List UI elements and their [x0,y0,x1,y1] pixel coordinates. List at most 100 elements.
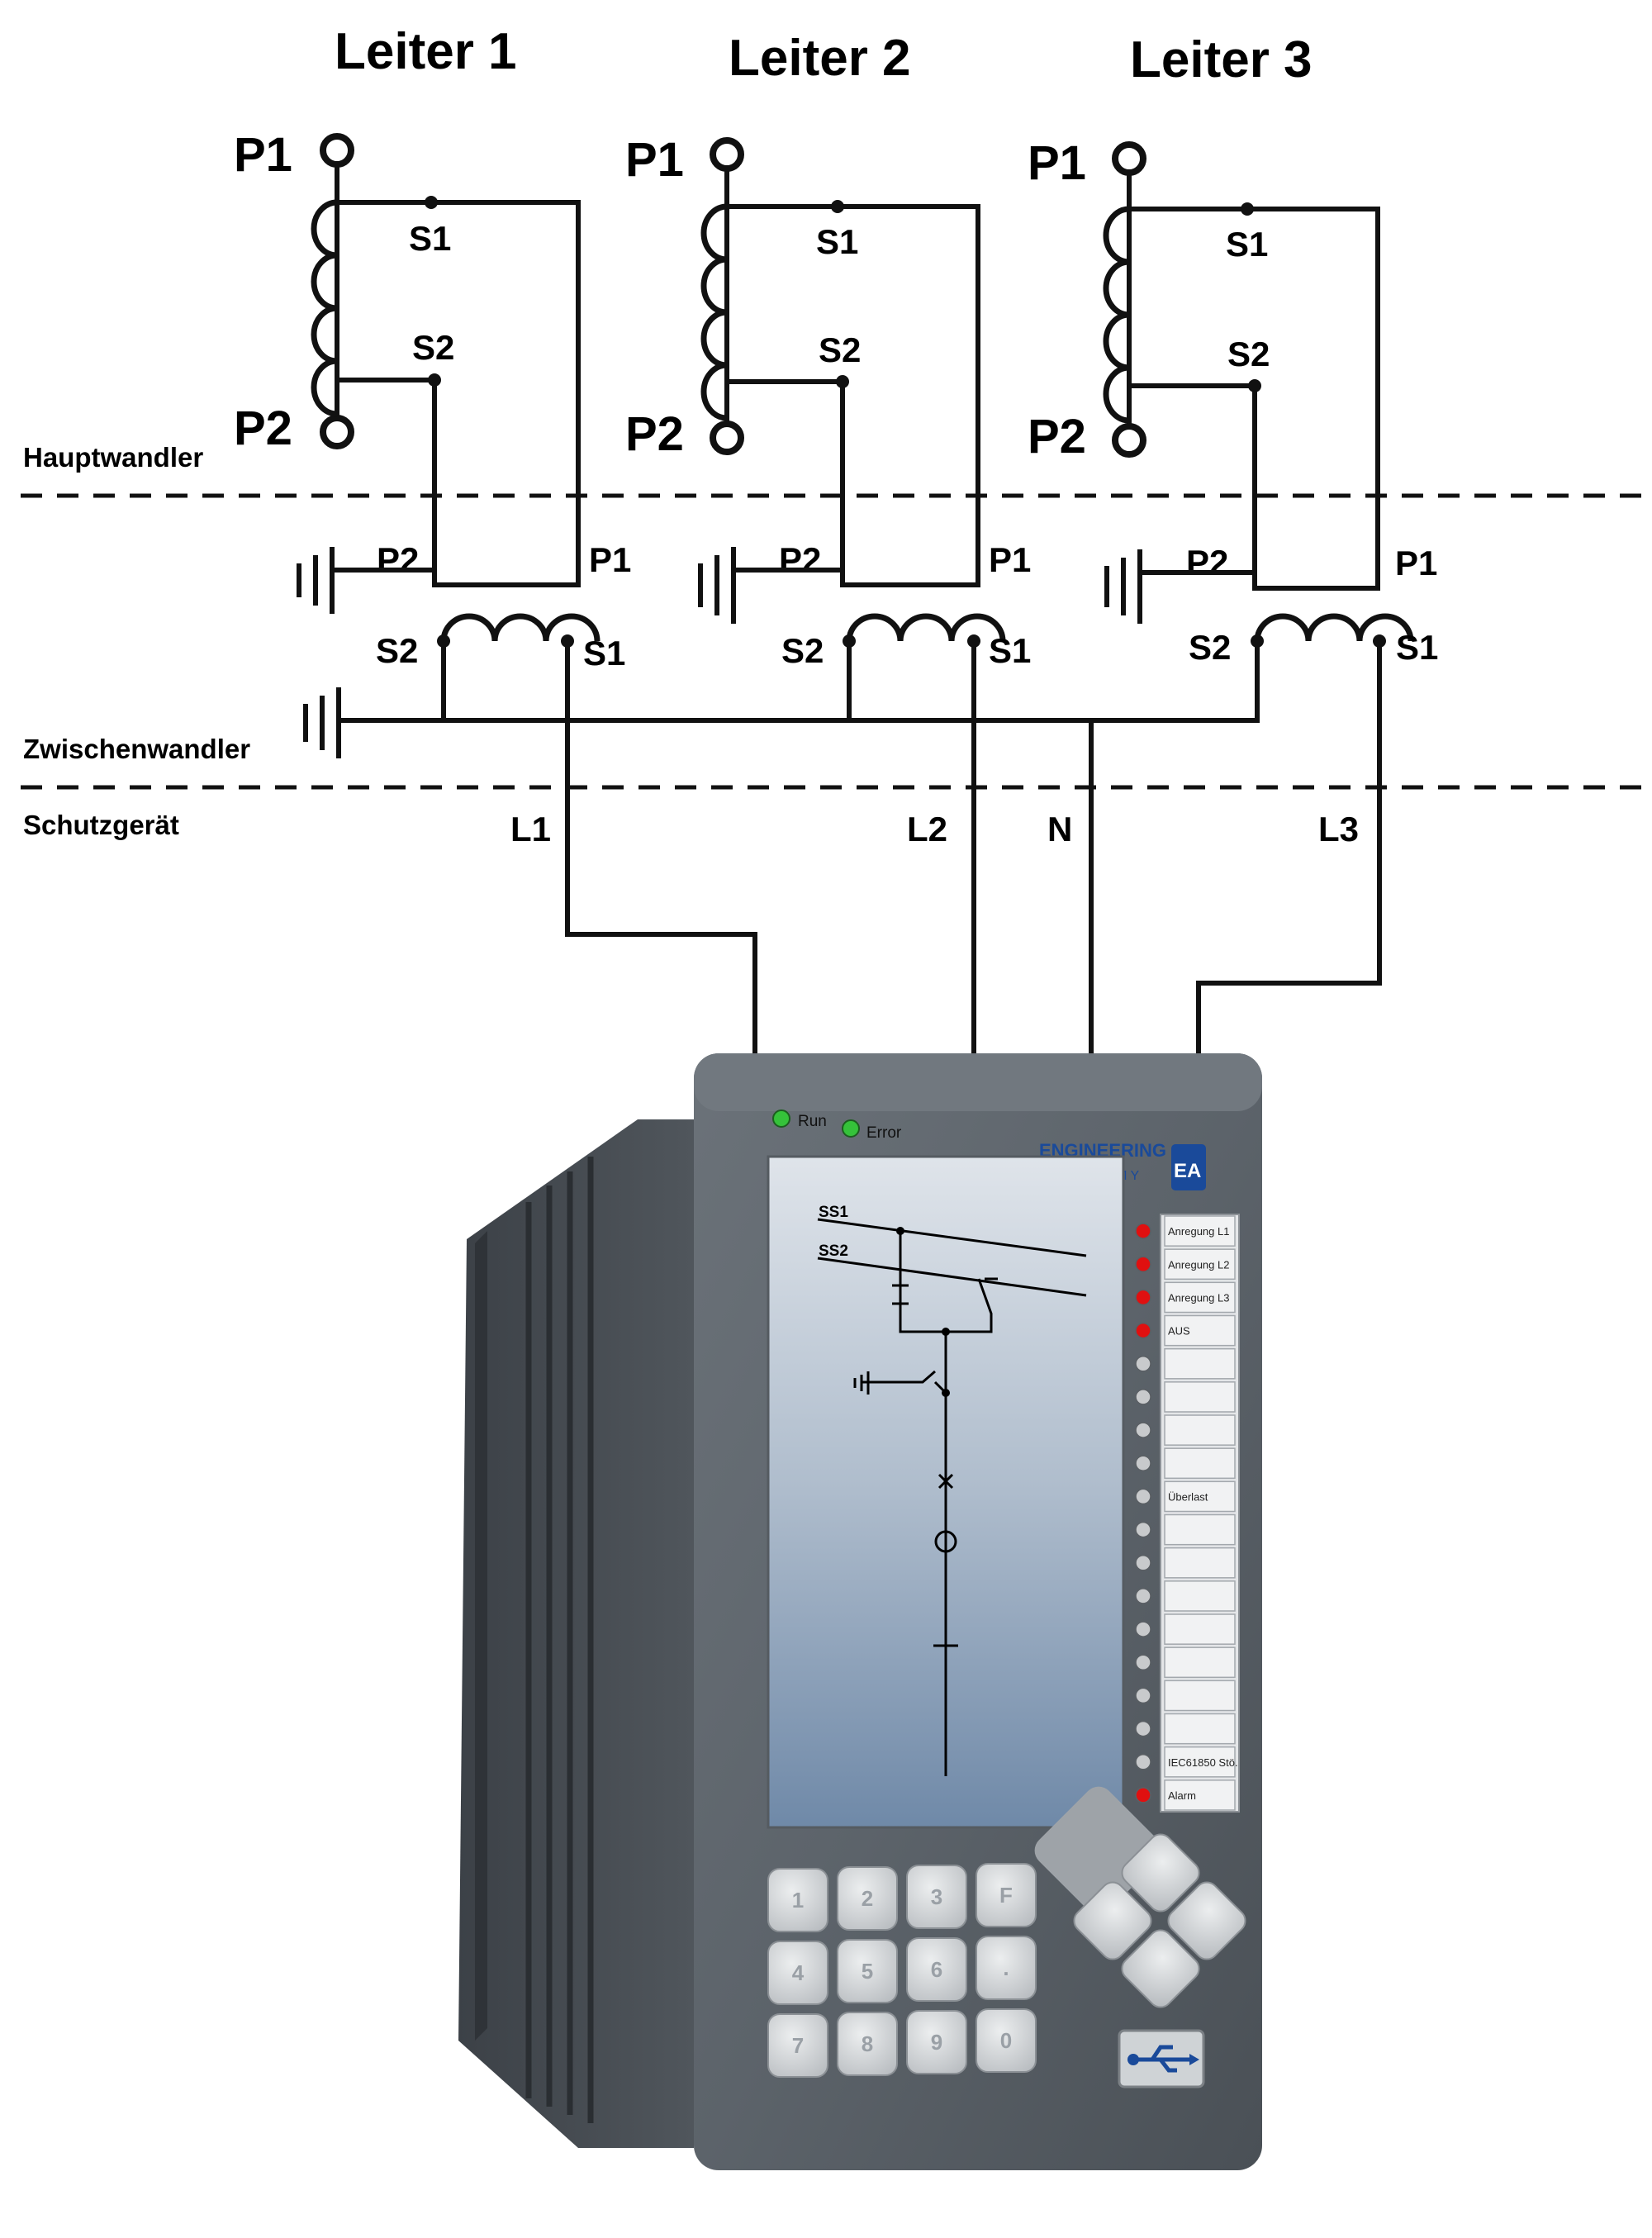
nav-down-button[interactable] [1118,1926,1204,2012]
led-label-cell [1164,1447,1236,1480]
label-int-p1: P1 [589,540,631,579]
label-int-s2: S2 [781,631,824,670]
zone-label-main: Hauptwandler [23,442,203,473]
terminal-p2 [320,415,354,449]
led-label-cell [1164,1547,1236,1579]
indicator-led-label: AUS [1168,1325,1190,1338]
indicator-led [1135,1356,1151,1372]
keypad-key[interactable] [906,1937,967,2002]
indicator-led-label: IEC61850 Stö. [1168,1756,1238,1769]
label-neutral: N [1047,810,1072,848]
single-line-mimic [817,1218,1087,1776]
neutral-bus: N [303,687,1260,1114]
led-label-cell [1164,1414,1236,1446]
usb-icon [1133,2045,1189,2073]
led-label-cell [1164,1347,1236,1380]
busbar-2-label: SS2 [819,1243,848,1260]
indicator-led [1135,1389,1151,1405]
led-label-cell [1164,1646,1236,1679]
conductor-title: Leiter 1 [335,23,517,80]
keypad-key-label: 2 [862,1886,873,1911]
label-int-s2: S2 [1189,628,1231,667]
keypad-key[interactable] [976,1863,1037,1927]
usb-port[interactable] [1118,2029,1205,2088]
indicator-led [1135,1754,1151,1770]
led-label-cell [1164,1248,1236,1281]
label-int-p2: P2 [377,540,419,579]
main-ct-winding [311,199,338,417]
run-led [772,1109,790,1128]
label-int-p1: P1 [989,540,1031,579]
label-int-p2: P2 [779,540,821,579]
keypad-key[interactable] [837,2012,898,2076]
keypad-key[interactable] [837,1939,898,2003]
conductor-2: Leiter 2 P1 P2 S1 S2 P2 P1 S2 S1 L2 [625,30,1031,1087]
terminal-p2 [710,421,744,455]
nav-up-button[interactable] [1118,1830,1204,1917]
keypad-key-label: 4 [792,1960,805,1985]
zone-label-intermediate: Zwischenwandler [23,734,250,764]
protection-relay: Run Error ENGINEERING ACADEMY EA [458,1053,1262,2170]
label-s2: S2 [412,328,454,367]
label-p2: P2 [234,402,292,455]
keypad-key-label: 7 [792,2033,804,2058]
indicator-led [1135,1289,1151,1306]
keypad-key-label: 8 [862,2031,873,2056]
terminal-p1 [320,133,354,168]
busbar-1-label: SS1 [819,1204,848,1221]
terminal-p2 [1112,423,1146,458]
label-int-p2: P2 [1186,543,1228,582]
label-line: L1 [510,810,551,848]
led-label-cell [1164,1480,1236,1513]
nav-left-button[interactable] [1070,1878,1156,1965]
keypad-key-label: 9 [931,2030,942,2055]
indicator-led [1135,1555,1151,1571]
led-label-cell [1164,1779,1236,1811]
led-label-cell [1164,1613,1236,1645]
main-ct-winding [700,203,728,421]
label-p2: P2 [625,407,684,461]
indicator-led-label: Anregung L2 [1168,1258,1229,1271]
label-line: L2 [907,810,947,848]
error-led [842,1119,860,1138]
label-int-s1: S1 [989,631,1031,670]
conductor-3: Leiter 3 P1 P2 S1 S2 P2 P1 S2 S1 L3 [1028,31,1438,1119]
keypad-key[interactable] [976,1936,1037,2000]
indicator-led [1135,1455,1151,1471]
label-int-s1: S1 [583,634,625,672]
keypad-key[interactable] [767,1868,828,1932]
conductor-1: Leiter 1 P1 P2 S1 S2 P2 P1 S2 S1 L1 [234,23,757,1060]
keypad-key[interactable] [767,2013,828,2078]
nav-right-button[interactable] [1164,1878,1251,1965]
indicator-led-label: Anregung L1 [1168,1225,1229,1238]
led-label-strip [1160,1214,1240,1813]
indicator-led [1135,1588,1151,1604]
indicator-led [1135,1422,1151,1438]
indicator-led [1135,1521,1151,1538]
led-label-cell [1164,1314,1236,1347]
keypad-key[interactable] [837,1866,898,1931]
keypad-key[interactable] [906,2010,967,2074]
keypad-key-label: 5 [862,1959,873,1984]
indicator-led [1135,1223,1151,1239]
keypad-key[interactable] [906,1865,967,1929]
led-label-cell [1164,1680,1236,1712]
indicator-led [1135,1687,1151,1704]
keypad-key-label: F [999,1883,1013,1908]
label-s2: S2 [1227,335,1270,373]
keypad-key[interactable] [767,1941,828,2005]
run-label: Run [798,1113,827,1130]
indicator-led [1135,1322,1151,1339]
label-p2: P2 [1028,410,1086,463]
keypad-key[interactable] [976,2008,1037,2073]
label-s1: S1 [409,219,451,258]
label-p1: P1 [625,133,684,187]
conductor-title: Leiter 3 [1130,31,1313,88]
intermediate-ct-winding [1254,613,1414,642]
terminal-p1 [710,137,744,172]
label-int-s1: S1 [1396,628,1438,667]
indicator-led [1135,1720,1151,1737]
